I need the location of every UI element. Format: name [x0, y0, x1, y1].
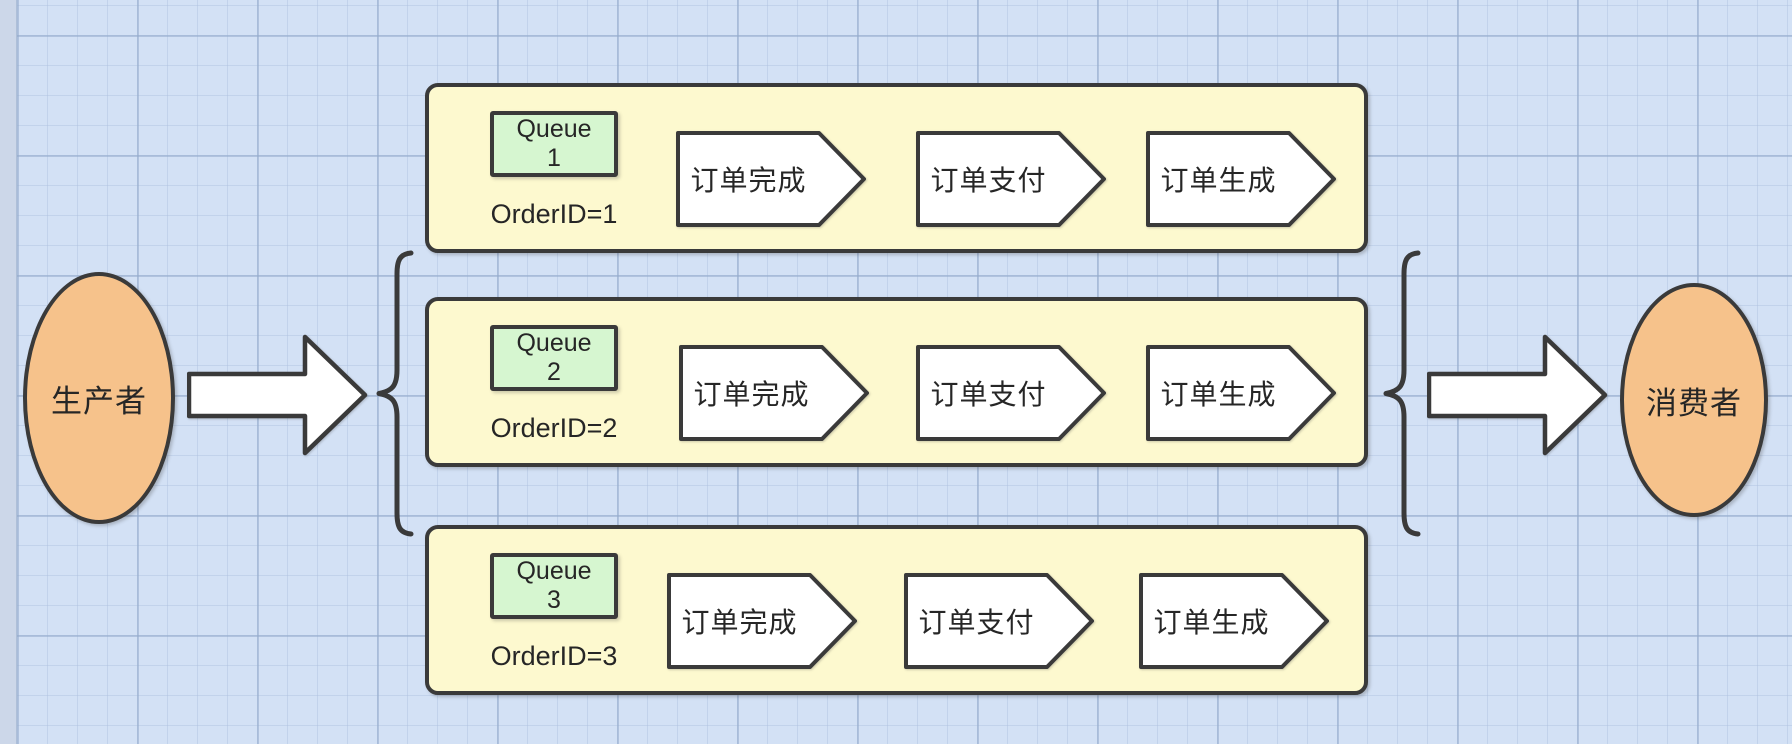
queue-box-3: Queue 3 OrderID=3 订单完成 订单支付 订单生成: [425, 525, 1368, 695]
step-pentagon: 订单完成: [676, 131, 866, 227]
queue-tag-name: Queue: [516, 329, 592, 358]
queue-tag-1: Queue 1: [490, 111, 618, 177]
step-label: 订单生成: [1160, 379, 1277, 410]
step-label: 订单支付: [930, 379, 1047, 410]
queue-tag-name: Queue: [516, 115, 592, 144]
step-label: 订单完成: [693, 379, 810, 410]
step-pentagon: 订单支付: [916, 345, 1106, 441]
consumer-label: 消费者: [1646, 385, 1742, 421]
step-pentagon: 订单支付: [904, 573, 1094, 669]
producer-node: 生产者: [23, 272, 175, 524]
step-label: 订单生成: [1153, 607, 1270, 638]
step-pentagon: 订单完成: [679, 345, 869, 441]
producer-arrow-icon: [187, 334, 368, 456]
queues-brace-left-icon: [376, 250, 414, 537]
queue-box-2: Queue 2 OrderID=2 订单完成 订单支付 订单生成: [425, 297, 1368, 467]
step-label: 订单支付: [918, 607, 1035, 638]
order-id-label-1: OrderID=1: [490, 198, 618, 229]
step-pentagon: 订单完成: [667, 573, 857, 669]
queue-tag-number: 1: [547, 144, 561, 172]
queue-tag-number: 2: [547, 358, 561, 386]
step-pentagon: 订单生成: [1146, 345, 1336, 441]
step-label: 订单生成: [1160, 165, 1277, 196]
queue-tag-number: 3: [547, 586, 561, 614]
step-label: 订单支付: [930, 165, 1047, 196]
queue-box-1: Queue 1 OrderID=1 订单完成 订单支付 订单生成: [425, 83, 1368, 253]
queue-tag-2: Queue 2: [490, 325, 618, 391]
queue-tag-3: Queue 3: [490, 553, 618, 619]
step-pentagon: 订单生成: [1146, 131, 1336, 227]
step-pentagon: 订单支付: [916, 131, 1106, 227]
producer-label: 生产者: [51, 383, 147, 419]
queue-tag-name: Queue: [516, 557, 592, 586]
step-pentagon: 订单生成: [1139, 573, 1329, 669]
canvas-edge-strip: [0, 0, 17, 744]
consumer-arrow-icon: [1427, 334, 1608, 456]
step-label: 订单完成: [681, 607, 798, 638]
consumer-node: 消费者: [1620, 283, 1768, 517]
order-id-label-2: OrderID=2: [490, 412, 618, 443]
consumer-brace-right-icon: [1383, 250, 1421, 537]
order-id-label-3: OrderID=3: [490, 640, 618, 671]
step-label: 订单完成: [690, 165, 807, 196]
